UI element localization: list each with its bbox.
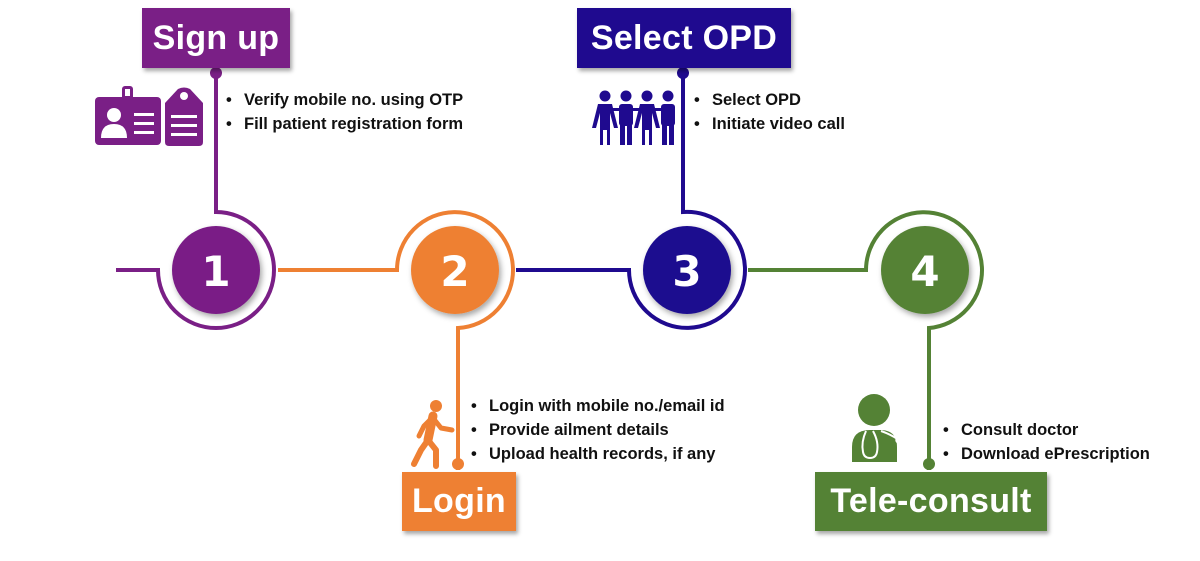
- step-4-detail-item: Download ePrescription: [941, 442, 1150, 466]
- step-4-details: Consult doctor Download ePrescription: [941, 418, 1150, 466]
- step-1-circle: [172, 226, 260, 314]
- step-1-connector: [116, 62, 276, 330]
- walking-person-icon: [411, 400, 455, 469]
- step-1-details: Verify mobile no. using OTP Fill patient…: [224, 88, 463, 136]
- step-4-connector: [748, 210, 984, 470]
- step-2-connector-dot: [452, 458, 464, 470]
- step-2-number: 2: [440, 247, 469, 296]
- step-1-detail-item: Fill patient registration form: [224, 112, 463, 136]
- step-1-number: 1: [201, 247, 230, 296]
- step-2-title: Login: [402, 472, 516, 531]
- step-3-circle: [643, 226, 731, 314]
- step-4-circle: [881, 226, 969, 314]
- step-2-details: Login with mobile no./email id Provide a…: [469, 394, 725, 466]
- step-3-title: Select OPD: [577, 8, 791, 68]
- step-1-detail-item: Verify mobile no. using OTP: [224, 88, 463, 112]
- step-4-detail-item: Consult doctor: [941, 418, 1150, 442]
- step-4-connector-dot: [923, 458, 935, 470]
- step-3-number: 3: [672, 247, 701, 296]
- step-3-detail-item: Initiate video call: [692, 112, 845, 136]
- step-3-details: Select OPD Initiate video call: [692, 88, 845, 136]
- step-2-detail-item: Login with mobile no./email id: [469, 394, 725, 418]
- step-3-detail-item: Select OPD: [692, 88, 845, 112]
- step-4-title: Tele-consult: [815, 472, 1047, 531]
- step-2-detail-item: Provide ailment details: [469, 418, 725, 442]
- step-2-connector: [278, 210, 515, 470]
- step-2-circle: [411, 226, 499, 314]
- doctor-stethoscope-icon: [852, 394, 903, 462]
- step-3-connector-dot: [677, 67, 689, 79]
- step-3-connector: [516, 62, 747, 330]
- id-card-and-tag-icon: [95, 86, 203, 146]
- step-2-detail-item: Upload health records, if any: [469, 442, 725, 466]
- step-4-number: 4: [910, 247, 939, 296]
- step-1-title: Sign up: [142, 8, 290, 68]
- group-of-people-icon: [592, 90, 675, 145]
- step-1-connector-dot: [210, 67, 222, 79]
